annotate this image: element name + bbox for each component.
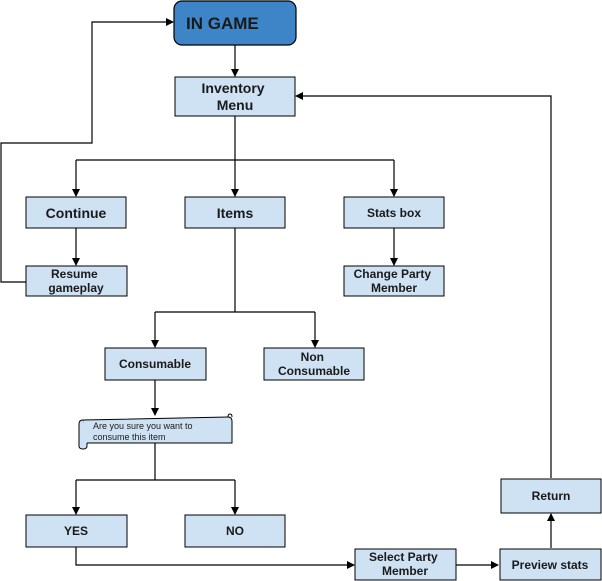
node-in-game-box xyxy=(173,0,297,46)
node-in-game: IN GAME xyxy=(173,0,297,46)
node-change-party-member: Change Party Member xyxy=(343,265,445,297)
node-change-party-member-label: Change Party Member xyxy=(354,267,435,295)
node-stats-box: Stats box xyxy=(343,196,445,229)
connectors xyxy=(0,18,555,569)
arrow-resume-to-ingame xyxy=(0,18,174,283)
scroll-curl-right xyxy=(227,413,233,418)
node-select-party-member-label: Select Party Member xyxy=(369,550,441,578)
node-preview-stats: Preview stats xyxy=(499,548,602,581)
node-change-party-member-line-1: Change Party xyxy=(354,267,432,281)
node-inventory-menu: Inventory Menu xyxy=(174,76,296,117)
node-yes-label: YES xyxy=(64,524,88,538)
node-resume-gameplay-label: Resume gameplay xyxy=(48,267,104,295)
node-continue-label: Continue xyxy=(46,205,107,221)
node-confirm-prompt: Are you sure you want to consume this it… xyxy=(78,413,233,450)
node-select-party-member: Select Party Member xyxy=(354,548,457,581)
line-items-trunk xyxy=(155,228,315,313)
node-inventory-menu-line-2: Menu xyxy=(217,97,254,113)
node-return-label: Return xyxy=(532,489,571,503)
node-change-party-member-box xyxy=(343,265,445,297)
node-consumable-label: Consumable xyxy=(119,357,191,371)
node-preview-stats-box xyxy=(499,548,602,581)
node-non-consumable-box xyxy=(263,347,365,381)
node-stats-box-label: Stats box xyxy=(367,206,421,220)
node-items-box xyxy=(184,196,286,229)
node-no-label: NO xyxy=(226,524,244,538)
node-select-party-member-line-1: Select Party xyxy=(369,550,438,564)
scroll-curl-left xyxy=(78,419,88,450)
node-select-party-member-line-2: Member xyxy=(382,564,428,578)
arrow-return-to-inventory xyxy=(295,92,552,478)
node-yes-box xyxy=(25,514,128,548)
node-non-consumable: Non Consumable xyxy=(263,347,365,381)
node-no-box xyxy=(184,514,286,548)
node-non-consumable-label: Non Consumable xyxy=(278,350,350,378)
node-yes: YES xyxy=(25,514,128,548)
arrow-yes-to-select-party xyxy=(75,547,355,569)
node-continue-box xyxy=(25,196,127,229)
node-resume-gameplay-box xyxy=(25,265,128,297)
node-resume-gameplay-line-2: gameplay xyxy=(48,281,104,295)
node-resume-gameplay-line-1: Resume xyxy=(51,267,98,281)
node-resume-gameplay: Resume gameplay xyxy=(25,265,128,297)
node-select-party-member-box xyxy=(354,548,457,581)
node-consumable-box xyxy=(104,347,207,381)
node-continue: Continue xyxy=(25,196,127,229)
node-no: NO xyxy=(184,514,286,548)
node-inventory-menu-label: Inventory Menu xyxy=(202,80,269,113)
node-inventory-menu-box xyxy=(174,76,296,117)
node-confirm-prompt-label: Are you sure you want to consume this it… xyxy=(93,421,195,442)
node-confirm-prompt-line-2: consume this item xyxy=(93,432,166,442)
node-items: Items xyxy=(184,196,286,229)
node-non-consumable-line-2: Consumable xyxy=(278,364,350,378)
node-confirm-prompt-line-1: Are you sure you want to xyxy=(93,421,193,431)
line-prompt-trunk xyxy=(76,443,235,481)
node-change-party-member-line-2: Member xyxy=(371,281,417,295)
line-inventory-trunk xyxy=(76,116,394,161)
node-preview-stats-label: Preview stats xyxy=(512,558,589,572)
node-return-box xyxy=(500,478,602,514)
node-items-label: Items xyxy=(217,205,254,221)
node-stats-box-box xyxy=(343,196,445,229)
node-in-game-label: IN GAME xyxy=(186,14,259,33)
node-return: Return xyxy=(500,478,602,514)
node-non-consumable-line-1: Non xyxy=(301,350,324,364)
node-consumable: Consumable xyxy=(104,347,207,381)
node-inventory-menu-line-1: Inventory xyxy=(202,80,265,96)
